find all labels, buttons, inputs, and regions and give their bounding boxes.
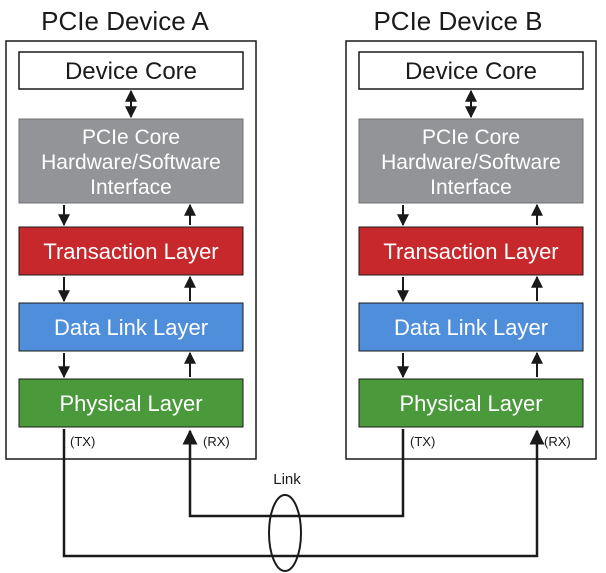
device-a-core-label: Device Core (65, 58, 197, 85)
device-b-core-label: Device Core (405, 58, 537, 85)
device-a-rx-label: (RX) (203, 434, 230, 449)
device-a-interface-line3: Interface (90, 176, 172, 199)
device-b-interface-line3: Interface (430, 176, 512, 199)
device-a-physical-label: Physical Layer (59, 391, 202, 416)
link-label: Link (273, 471, 301, 488)
link-loop: Link (268, 471, 302, 572)
device-b-interface: PCIe Core Hardware/Software Interface (358, 118, 584, 204)
device-a-core: Device Core (18, 51, 244, 90)
wire-b-tx-to-a-rx (182, 429, 405, 518)
device-b-data-link-label: Data Link Layer (394, 315, 548, 340)
device-b-transaction-label: Transaction Layer (383, 239, 558, 264)
device-b-interface-line1: PCIe Core (422, 126, 520, 149)
device-b-physical-label: Physical Layer (399, 391, 542, 416)
device-b-physical-layer: Physical Layer (358, 378, 584, 428)
device-b-frame (345, 40, 597, 460)
device-a-interface-line1: PCIe Core (82, 126, 180, 149)
device-a-interface: PCIe Core Hardware/Software Interface (18, 118, 244, 204)
device-b-transaction-layer: Transaction Layer (358, 226, 584, 276)
device-a-interface-line2: Hardware/Software (41, 151, 221, 174)
wire-a-tx-to-b-rx (62, 429, 545, 558)
link-ellipse (268, 494, 302, 572)
device-b-title: PCIe Device B (373, 6, 542, 36)
device-b-interface-line2: Hardware/Software (381, 151, 561, 174)
device-a-title: PCIe Device A (41, 6, 209, 36)
device-a-data-link-label: Data Link Layer (54, 315, 208, 340)
device-a-physical-layer: Physical Layer (18, 378, 244, 428)
device-b: PCIe Device B Device Core PCIe Core Hard… (345, 6, 597, 460)
device-b-rx-label: (RX) (544, 434, 571, 449)
device-b-core: Device Core (358, 51, 584, 90)
device-b-data-link-layer: Data Link Layer (358, 302, 584, 352)
device-a-transaction-label: Transaction Layer (43, 239, 218, 264)
link-wires (62, 429, 545, 558)
device-b-tx-label: (TX) (410, 434, 435, 449)
device-a-frame (5, 40, 257, 460)
device-a: PCIe Device A Device Core PCIe Core Hard… (5, 6, 257, 460)
device-a-data-link-layer: Data Link Layer (18, 302, 244, 352)
device-a-transaction-layer: Transaction Layer (18, 226, 244, 276)
device-a-tx-label: (TX) (70, 434, 95, 449)
